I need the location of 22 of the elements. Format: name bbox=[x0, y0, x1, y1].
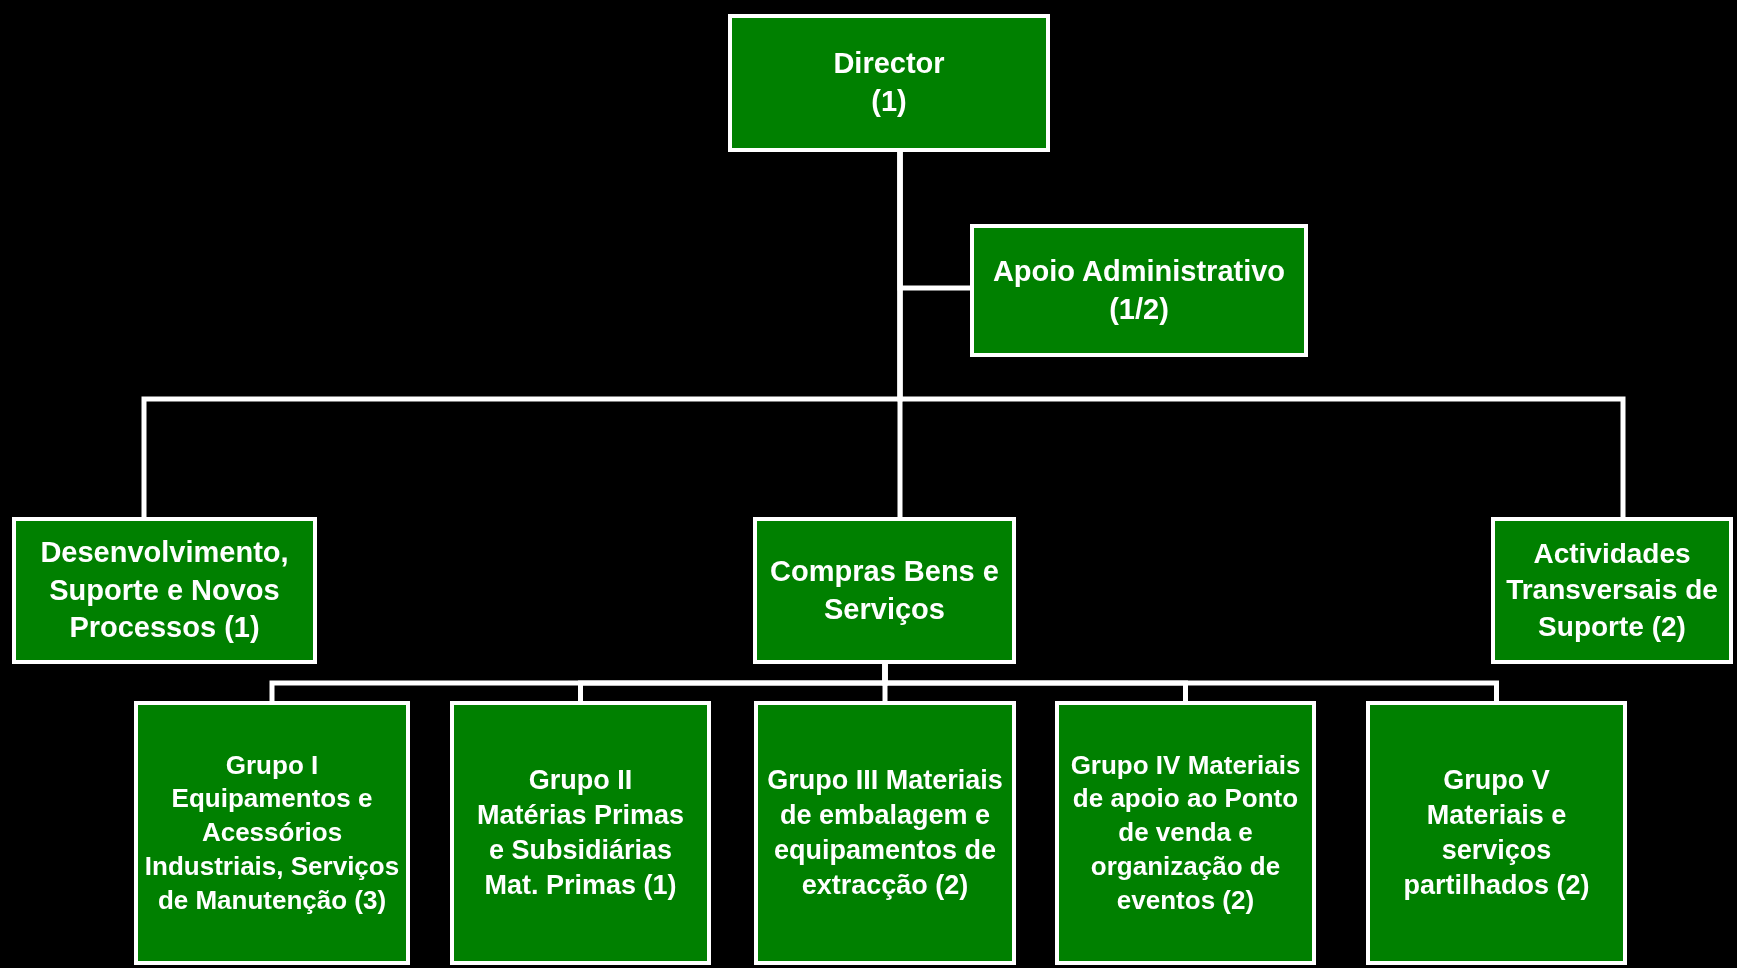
org-box bbox=[12, 517, 317, 664]
box-label: Grupo III Materiais de embalagem e equipamentos de extracção (2) bbox=[766, 763, 1004, 903]
org-box bbox=[450, 701, 711, 965]
org-box bbox=[1055, 701, 1316, 965]
connector-line bbox=[882, 664, 1499, 701]
box-label: Director (1) bbox=[832, 46, 946, 119]
org-box bbox=[970, 224, 1308, 357]
box-label: Grupo V Materiais e serviços partilhados (2) bbox=[1402, 763, 1591, 903]
org-box bbox=[1366, 701, 1627, 965]
box-label: Grupo I Equipamentos e Acessórios Industriais, Serviços de Manutenção (3) bbox=[143, 748, 401, 917]
org-box bbox=[753, 517, 1016, 664]
box-label: Apoio Administrativo (1/2) bbox=[991, 253, 1287, 327]
connector-line bbox=[897, 152, 1626, 517]
org-box bbox=[1491, 517, 1733, 664]
box-label: Desenvolvimento, Suporte e Novos Processos (1) bbox=[39, 534, 290, 646]
box-label: Grupo IV Materiais de apoio ao Ponto de venda e organização de eventos (2) bbox=[1069, 748, 1302, 917]
org-box bbox=[134, 701, 410, 965]
org-box bbox=[728, 14, 1050, 152]
box-label: Actividades Transversais de Suporte (2) bbox=[1505, 536, 1719, 644]
org-box bbox=[754, 701, 1016, 965]
box-label: Grupo II Matérias Primas e Subsidiárias Mat. Primas (1) bbox=[475, 763, 686, 903]
box-label: Compras Bens e Serviços bbox=[769, 553, 1000, 627]
